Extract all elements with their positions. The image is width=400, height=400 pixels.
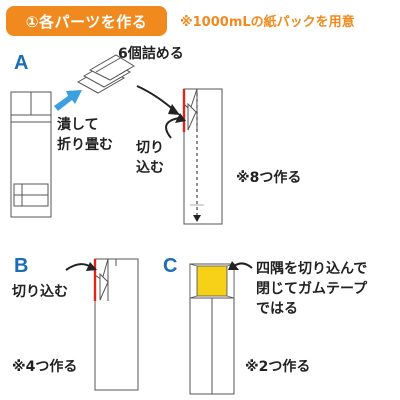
section-c-count: ※2つ作る	[245, 359, 311, 375]
stuff-arrow	[136, 85, 180, 115]
fold-in-label-a-line2: 込む	[136, 160, 164, 176]
flatten-label-line2: 折り畳む	[57, 137, 113, 153]
section-c-instr-line3: ではる	[256, 301, 298, 317]
carton-a	[182, 88, 223, 225]
tape-arrow-c	[228, 261, 253, 270]
fold-in-arrow-b	[65, 262, 97, 271]
flatten-arrow	[54, 90, 82, 111]
section-b-count: ※4つ作る	[12, 359, 78, 375]
carton-note: ※1000mLの紙パックを用意	[180, 15, 355, 30]
fold-in-arrow-a	[165, 113, 186, 139]
section-c-instr-line2: 閉じてガムテープ	[256, 281, 368, 297]
section-b-letter: B	[14, 255, 29, 277]
flatten-label-line1: 潰して	[57, 117, 99, 133]
flat-carton-a	[10, 91, 52, 218]
carton-b	[93, 258, 139, 391]
section-a-count: ※8つ作る	[236, 170, 302, 186]
step-header-badge: ①各パーツを作る	[6, 6, 167, 36]
section-c-instr-line1: 四隅を切り込んで	[256, 261, 368, 277]
section-a-letter: A	[14, 52, 29, 74]
folded-cartons-stack	[76, 54, 135, 94]
fold-in-label-a-line1: 切り	[136, 140, 164, 156]
fold-in-label-b: 切り込む	[12, 284, 68, 300]
section-c-letter: C	[163, 255, 178, 277]
step-header-text: ①各パーツを作る	[25, 12, 148, 31]
stuff-count-label: 6個詰める	[118, 46, 184, 62]
carton-c	[189, 263, 235, 395]
